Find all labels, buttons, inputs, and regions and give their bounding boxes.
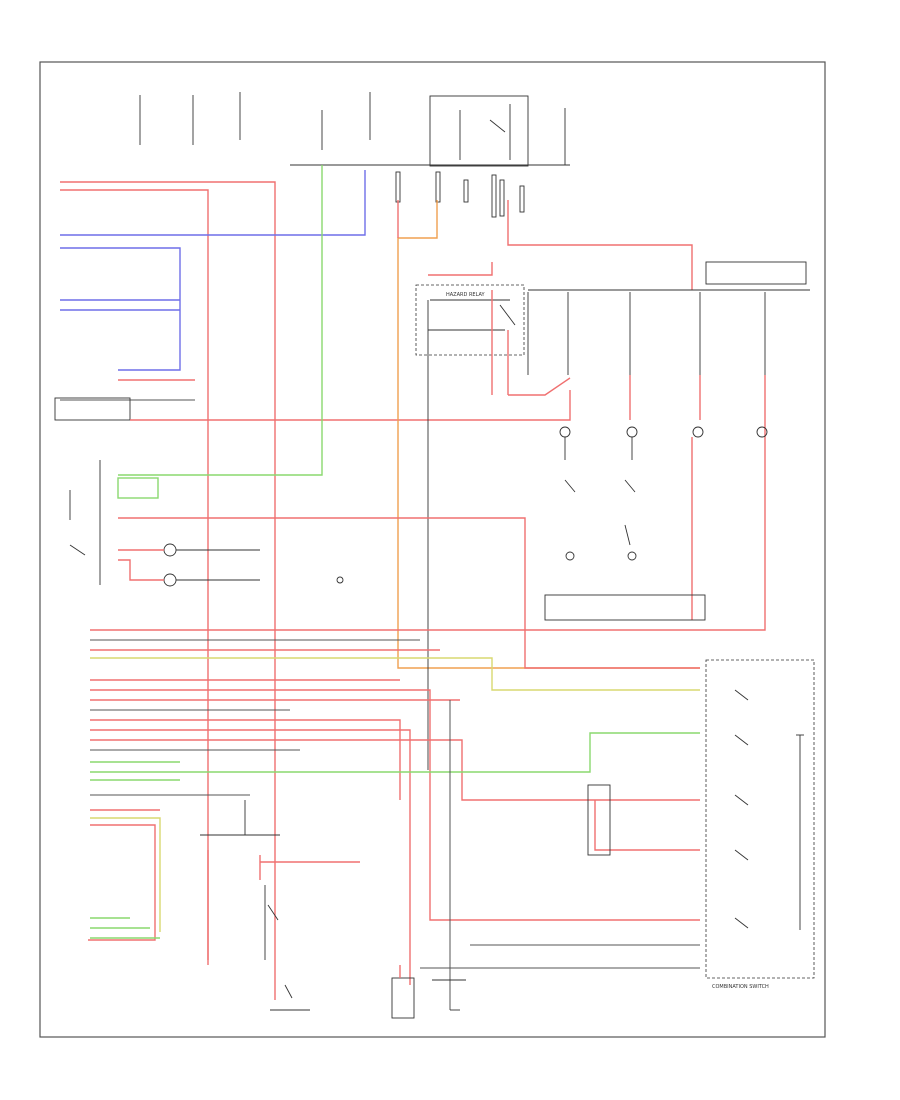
wire-green-vertical xyxy=(118,165,323,476)
diagram-frame xyxy=(39,61,826,1038)
hazard-relay-label: HAZARD RELAY xyxy=(446,292,486,298)
top-connectors xyxy=(395,171,525,218)
hazard-relay xyxy=(415,284,571,770)
lamp-column-group xyxy=(527,261,810,621)
combination-switch-feeds xyxy=(587,784,700,856)
turn-signal-switch xyxy=(69,460,700,669)
wire-red-relay-top xyxy=(428,262,493,276)
lower-harness-wires xyxy=(88,620,766,985)
wire-red-hazard-feed xyxy=(130,390,571,421)
bottom-relays xyxy=(200,800,466,1019)
top-fuse-block xyxy=(139,92,570,167)
combination-switch xyxy=(705,659,815,979)
wire-orange-vertical xyxy=(397,200,700,669)
wire-red-right-bus xyxy=(507,200,693,290)
combination-switch-label: COMBINATION SWITCH xyxy=(712,984,769,990)
center-ground-lines xyxy=(420,700,700,1010)
left-top-wires xyxy=(54,170,366,1000)
